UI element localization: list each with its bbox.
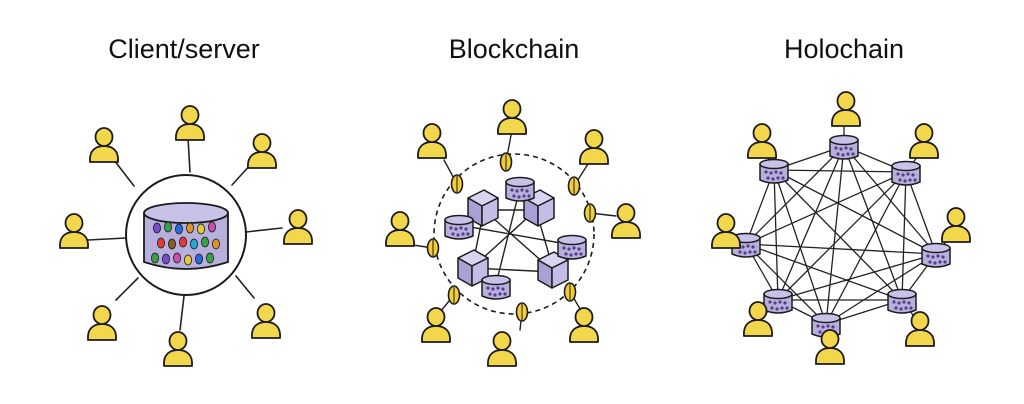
block-cube-icons bbox=[457, 189, 569, 289]
agent-person-icons bbox=[711, 91, 971, 365]
client-server-title: Client/server bbox=[108, 34, 260, 64]
client-server-panel: Client/server bbox=[14, 0, 354, 404]
holochain-diagram bbox=[711, 91, 971, 365]
blockchain-diagram bbox=[385, 99, 641, 367]
blockchain-panel: Blockchain bbox=[344, 0, 684, 404]
holochain-panel: Holochain bbox=[674, 0, 1014, 404]
spoke-lines bbox=[87, 137, 283, 331]
client-server-diagram bbox=[59, 105, 313, 367]
peer-person-icons bbox=[385, 99, 641, 367]
server-database-icon bbox=[143, 202, 229, 270]
network-boundary bbox=[433, 153, 595, 315]
holochain-title: Holochain bbox=[783, 34, 905, 64]
blockchain-title: Blockchain bbox=[448, 34, 580, 64]
